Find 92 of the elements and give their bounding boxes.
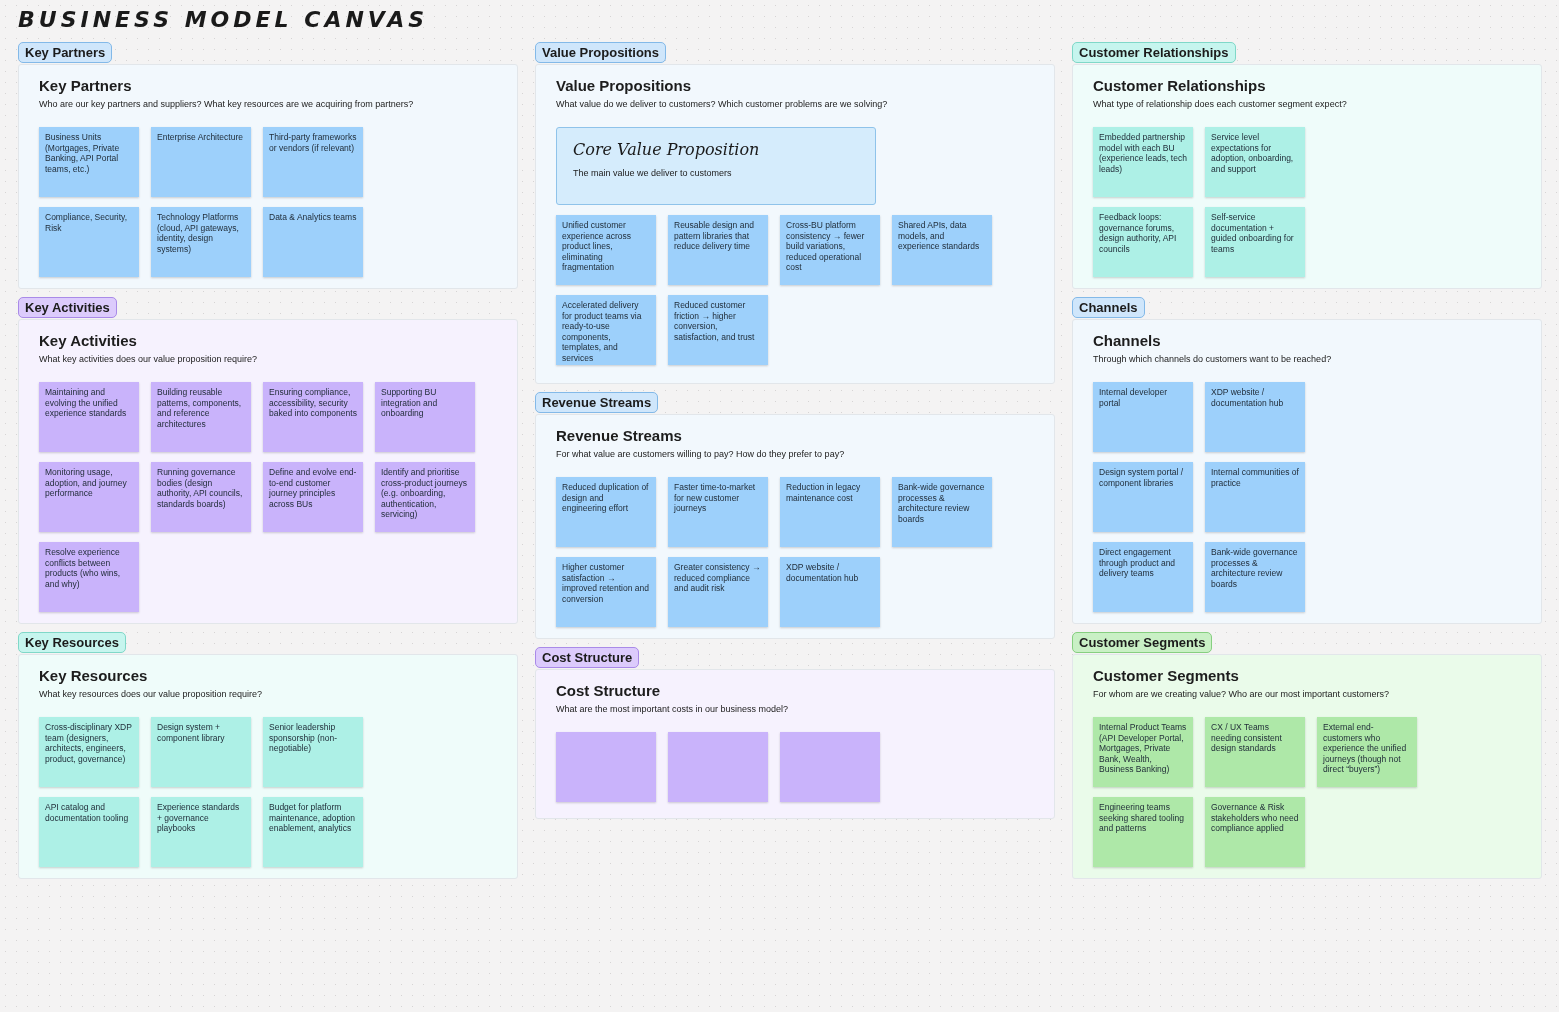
canvas-title: BUSINESS MODEL CANVAS: [18, 6, 429, 34]
sticky-note: Faster time-to-market for new customer journeys: [668, 477, 768, 547]
sticky-note: Third-party frameworks or vendors (if relevant): [263, 127, 363, 197]
sticky-note: Service level expectations for adoption, onboarding, and support: [1205, 127, 1305, 197]
canvas-panel: [1072, 654, 1542, 879]
panel-question: What key resources does our value proposition require?: [39, 689, 264, 700]
sticky-note: Internal Product Teams (API Developer Portal, Mortgages, Private Bank, Wealth, Business Banking): [1093, 717, 1193, 787]
section-tag: Revenue Streams: [535, 392, 659, 413]
sticky-note: API catalog and documentation tooling: [39, 797, 139, 867]
sticky-note: Compliance, Security, Risk: [39, 207, 139, 277]
canvas-panel: [1072, 64, 1542, 289]
sticky-note: Reusable design and pattern libraries that reduce delivery time: [668, 215, 768, 285]
sticky-note: Internal developer portal: [1093, 382, 1193, 452]
core-value-card: [556, 127, 876, 205]
canvas-panel: [18, 64, 518, 289]
canvas-panel: [535, 414, 1055, 639]
panel-heading: Cost Structure: [556, 682, 661, 699]
section-tag: Value Propositions: [535, 42, 667, 63]
sticky-note: [668, 732, 768, 802]
sticky-note: Greater consistency → reduced compliance and audit risk: [668, 557, 768, 627]
sticky-note: Embedded partnership model with each BU (experience leads, tech leads): [1093, 127, 1193, 197]
sticky-note: Experience standards + governance playbooks: [151, 797, 251, 867]
canvas-panel: [1072, 319, 1542, 624]
sticky-note: Ensuring compliance, accessibility, security baked into components: [263, 382, 363, 452]
panel-heading: Value Propositions: [556, 77, 692, 94]
sticky-note: Enterprise Architecture: [151, 127, 251, 197]
sticky-note: CX / UX Teams needing consistent design standards: [1205, 717, 1305, 787]
sticky-note: Unified customer experience across product lines, eliminating fragmentation: [556, 215, 656, 285]
panel-question: What type of relationship does each customer segment expect?: [1093, 99, 1348, 110]
sticky-note: Design system + component library: [151, 717, 251, 787]
sticky-note: Design system portal / component libraries: [1093, 462, 1193, 532]
panel-question: For what value are customers willing to pay? How do they prefer to pay?: [556, 449, 846, 460]
panel-heading: Key Activities: [39, 332, 137, 349]
sticky-note: [556, 732, 656, 802]
sticky-note: Data & Analytics teams: [263, 207, 363, 277]
sticky-note: Reduction in legacy maintenance cost: [780, 477, 880, 547]
sticky-note: Maintaining and evolving the unified experience standards: [39, 382, 139, 452]
sticky-note: Technology Platforms (cloud, API gateways, identity, design systems): [151, 207, 251, 277]
sticky-note: Bank-wide governance processes & architecture review boards: [1205, 542, 1305, 612]
card-heading: Core Value Proposition: [573, 140, 760, 159]
sticky-note: Cross-disciplinary XDP team (designers, architects, engineers, product, governance): [39, 717, 139, 787]
panel-question: What key activities does our value proposition require?: [39, 354, 259, 365]
card-text: The main value we deliver to customers: [573, 168, 732, 178]
sticky-note: Building reusable patterns, components, and reference architectures: [151, 382, 251, 452]
sticky-note: Senior leadership sponsorship (non-negotiable): [263, 717, 363, 787]
section-tag: Cost Structure: [535, 647, 640, 668]
canvas-panel: [18, 654, 518, 879]
sticky-note: Supporting BU integration and onboarding: [375, 382, 475, 452]
panel-heading: Customer Segments: [1093, 667, 1239, 684]
sticky-note: Business Units (Mortgages, Private Banking, API Portal teams, etc.): [39, 127, 139, 197]
canvas-panel: [18, 319, 518, 624]
sticky-note: [780, 732, 880, 802]
sticky-note: Higher customer satisfaction → improved retention and conversion: [556, 557, 656, 627]
sticky-note: Running governance bodies (design authority, API councils, standards boards): [151, 462, 251, 532]
sticky-note: Accelerated delivery for product teams via ready-to-use components, templates, and services: [556, 295, 656, 365]
section-tag: Key Partners: [18, 42, 113, 63]
panel-heading: Key Partners: [39, 77, 132, 94]
sticky-note: Monitoring usage, adoption, and journey performance: [39, 462, 139, 532]
panel-heading: Key Resources: [39, 667, 148, 684]
section-tag: Key Activities: [18, 297, 117, 318]
sticky-note: Define and evolve end-to-end customer journey principles across BUs: [263, 462, 363, 532]
sticky-note: Bank-wide governance processes & architecture review boards: [892, 477, 992, 547]
panel-heading: Channels: [1093, 332, 1161, 349]
panel-question: What are the most important costs in our business model?: [556, 704, 790, 715]
sticky-note: External end-customers who experience the unified journeys (though not direct “buyers”): [1317, 717, 1417, 787]
section-tag: Channels: [1072, 297, 1145, 318]
section-tag: Customer Relationships: [1072, 42, 1236, 63]
sticky-note: Cross-BU platform consistency → fewer build variations, reduced operational cost: [780, 215, 880, 285]
sticky-note: Feedback loops: governance forums, design authority, API councils: [1093, 207, 1193, 277]
canvas-panel: [535, 64, 1055, 384]
sticky-note: Reduced duplication of design and engineering effort: [556, 477, 656, 547]
sticky-note: Internal communities of practice: [1205, 462, 1305, 532]
panel-question: Who are our key partners and suppliers? What key resources are we acquiring from partners?: [39, 99, 415, 110]
panel-question: What value do we deliver to customers? Which customer problems are we solving?: [556, 99, 889, 110]
sticky-note: Direct engagement through product and delivery teams: [1093, 542, 1193, 612]
canvas-panel: [535, 669, 1055, 819]
sticky-note: Engineering teams seeking shared tooling and patterns: [1093, 797, 1193, 867]
panel-heading: Customer Relationships: [1093, 77, 1266, 94]
panel-heading: Revenue Streams: [556, 427, 682, 444]
sticky-note: XDP website / documentation hub: [1205, 382, 1305, 452]
sticky-note: Budget for platform maintenance, adoption enablement, analytics: [263, 797, 363, 867]
sticky-note: Self-service documentation + guided onboarding for teams: [1205, 207, 1305, 277]
sticky-note: Identify and prioritise cross-product journeys (e.g. onboarding, authentication, servicing): [375, 462, 475, 532]
panel-question: Through which channels do customers want to be reached?: [1093, 354, 1333, 365]
sticky-note: Reduced customer friction → higher conversion, satisfaction, and trust: [668, 295, 768, 365]
panel-question: For whom are we creating value? Who are our most important customers?: [1093, 689, 1391, 700]
sticky-note: Governance & Risk stakeholders who need compliance applied: [1205, 797, 1305, 867]
sticky-note: Shared APIs, data models, and experience standards: [892, 215, 992, 285]
sticky-note: XDP website / documentation hub: [780, 557, 880, 627]
sticky-note: Resolve experience conflicts between products (who wins, and why): [39, 542, 139, 612]
section-tag: Customer Segments: [1072, 632, 1213, 653]
section-tag: Key Resources: [18, 632, 126, 653]
